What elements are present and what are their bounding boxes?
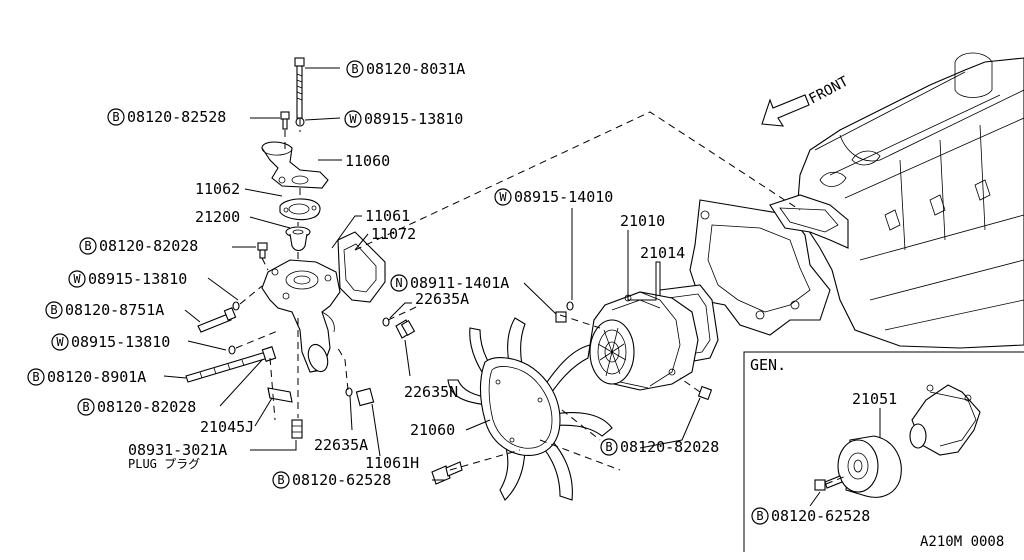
label-21010: 21010 xyxy=(620,212,665,230)
label-08915-13810-low: 08915-13810 xyxy=(71,333,170,351)
svg-text:N: N xyxy=(395,276,402,290)
label-21200: 21200 xyxy=(195,208,240,226)
label-21051: 21051 xyxy=(852,390,897,408)
svg-text:B: B xyxy=(277,473,284,487)
label-08120-8031a: 08120-8031A xyxy=(366,60,465,78)
leader-lines xyxy=(163,67,701,481)
svg-text:W: W xyxy=(73,272,81,286)
callout-labels: B 08120-8031A B 08120-82528 W 08915-1381… xyxy=(27,60,1004,550)
label-11061h: 11061H xyxy=(365,454,419,472)
b-badge-82028-right: B xyxy=(600,438,618,456)
svg-text:B: B xyxy=(82,400,89,414)
assembly-guide-lines xyxy=(235,111,801,471)
svg-text:W: W xyxy=(56,335,64,349)
label-08120-82028-right: 08120-82028 xyxy=(620,438,719,456)
label-08915-13810-mid: 08915-13810 xyxy=(88,270,187,288)
svg-text:B: B xyxy=(756,509,763,523)
svg-text:B: B xyxy=(84,239,91,253)
label-08120-62528-inset: 08120-62528 xyxy=(771,507,870,525)
b-badge-62528-inset: B xyxy=(751,507,769,525)
w-badge-14010: W xyxy=(494,188,512,206)
label-11060: 11060 xyxy=(345,152,390,170)
b-badge-62528: B xyxy=(272,471,290,489)
label-08120-62528: 08120-62528 xyxy=(292,471,391,489)
b-badge-8901a: B xyxy=(27,368,45,386)
cooling-fan xyxy=(447,317,613,501)
label-08915-14010: 08915-14010 xyxy=(514,188,613,206)
front-label: FRONT xyxy=(806,73,851,107)
label-11062: 11062 xyxy=(195,180,240,198)
label-08931-3021a: 08931-3021A xyxy=(128,441,227,459)
svg-text:B: B xyxy=(50,303,57,317)
label-21045j: 21045J xyxy=(200,418,254,436)
b-badge-82028-left: B xyxy=(79,237,97,255)
b-badge-8751a: B xyxy=(45,301,63,319)
label-08120-82528: 08120-82528 xyxy=(127,108,226,126)
svg-text:B: B xyxy=(351,62,358,76)
n-badge-1401a: N xyxy=(390,274,408,292)
water-pump xyxy=(555,284,719,401)
w-badge-13810-mid: W xyxy=(68,270,86,288)
label-22635a-low: 22635A xyxy=(314,436,368,454)
thermostat-assembly xyxy=(185,57,463,485)
w-badge-13810-top: W xyxy=(344,110,362,128)
front-direction-arrow: FRONT xyxy=(761,73,852,127)
label-11061: 11061 xyxy=(365,207,410,225)
label-21060: 21060 xyxy=(410,421,455,439)
label-08120-82028-low: 08120-82028 xyxy=(97,398,196,416)
diagram-code: A210M 0008 xyxy=(920,534,1004,550)
inset-title: GEN. xyxy=(750,356,786,374)
svg-text:B: B xyxy=(112,110,119,124)
label-08120-82028-left: 08120-82028 xyxy=(99,237,198,255)
b-badge-82528: B xyxy=(107,108,125,126)
w-badge-13810-low: W xyxy=(51,333,69,351)
svg-text:B: B xyxy=(32,370,39,384)
inset-panel xyxy=(743,351,1024,552)
label-08120-8901a: 08120-8901A xyxy=(47,368,146,386)
label-08915-13810-top: 08915-13810 xyxy=(364,110,463,128)
b-badge-8031a: B xyxy=(346,60,364,78)
b-badge-82028-low: B xyxy=(77,398,95,416)
svg-text:W: W xyxy=(499,190,507,204)
label-08120-8751a: 08120-8751A xyxy=(65,301,164,319)
engine-block xyxy=(689,52,1024,349)
label-plug: PLUG プラグ xyxy=(128,457,200,471)
label-11072: 11072 xyxy=(371,225,416,243)
svg-text:B: B xyxy=(605,440,612,454)
label-08911-1401a: 08911-1401A xyxy=(410,274,509,292)
label-22635n: 22635N xyxy=(404,383,458,401)
svg-text:W: W xyxy=(349,112,357,126)
label-22635a-top: 22635A xyxy=(415,290,469,308)
label-21014: 21014 xyxy=(640,244,685,262)
